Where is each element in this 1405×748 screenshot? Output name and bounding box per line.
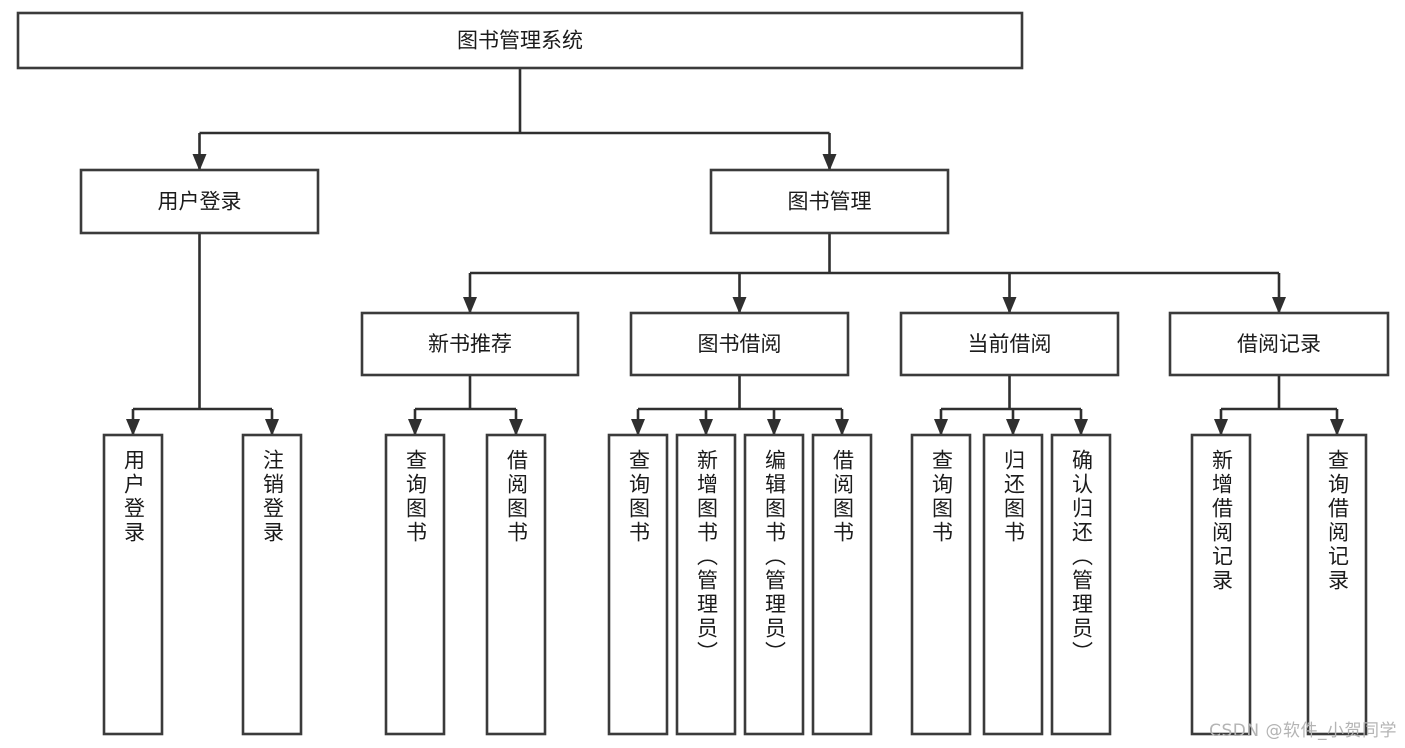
- node-leaf-borrow-book-1[interactable]: [485, 433, 547, 736]
- arrow-head-icon: [699, 419, 713, 436]
- arrow-head-icon: [934, 419, 948, 436]
- arrow-head-icon: [126, 419, 140, 436]
- node-leaf-query-record[interactable]: [1306, 433, 1368, 736]
- node-leaf-borrow-book-2[interactable]: [811, 433, 873, 736]
- node-book-borrow[interactable]: [629, 311, 850, 377]
- node-user-login[interactable]: [79, 168, 320, 235]
- node-leaf-add-book[interactable]: [675, 433, 737, 736]
- node-new-book-recommend[interactable]: [360, 311, 580, 377]
- arrow-head-icon: [408, 419, 422, 436]
- node-leaf-user-login[interactable]: [102, 433, 164, 736]
- node-book-borrow-label: 图书借阅: [698, 332, 782, 356]
- boxes-layer: [16, 11, 1390, 736]
- node-leaf-query-book-2[interactable]: [607, 433, 669, 736]
- node-leaf-query-book-3[interactable]: [910, 433, 972, 736]
- node-root-label: 图书管理系统: [457, 29, 583, 53]
- arrow-head-icon: [732, 297, 747, 314]
- arrow-head-icon: [1330, 419, 1344, 436]
- node-leaf-user-logout[interactable]: [241, 433, 303, 736]
- node-leaf-return-book[interactable]: [982, 433, 1044, 736]
- node-leaf-add-record[interactable]: [1190, 433, 1252, 736]
- node-book-manage[interactable]: [709, 168, 950, 235]
- node-borrow-record[interactable]: [1168, 311, 1390, 377]
- node-new-book-recommend-label: 新书推荐: [428, 332, 512, 356]
- arrow-head-icon: [767, 419, 781, 436]
- node-leaf-edit-book[interactable]: [743, 433, 805, 736]
- arrow-head-icon: [1214, 419, 1228, 436]
- arrow-head-icon: [509, 419, 523, 436]
- arrow-head-icon: [192, 154, 207, 171]
- node-root[interactable]: [16, 11, 1024, 70]
- arrow-head-icon: [1006, 419, 1020, 436]
- arrow-head-icon: [631, 419, 645, 436]
- node-book-manage-label: 图书管理: [788, 190, 872, 214]
- connectors-layer: [126, 68, 1344, 436]
- node-leaf-confirm-return[interactable]: [1050, 433, 1112, 736]
- node-current-borrow[interactable]: [899, 311, 1120, 377]
- arrow-head-icon: [1272, 297, 1286, 314]
- node-current-borrow-label: 当前借阅: [968, 332, 1052, 356]
- arrow-head-icon: [835, 419, 849, 436]
- node-user-login-label: 用户登录: [158, 190, 242, 214]
- arrow-head-icon: [1002, 297, 1017, 314]
- arrow-head-icon: [463, 297, 477, 314]
- node-leaf-query-book-1[interactable]: [384, 433, 446, 736]
- watermark-text: CSDN @软件_小贺同学: [1209, 721, 1397, 741]
- arrow-head-icon: [822, 154, 837, 171]
- arrow-head-icon: [1074, 419, 1088, 436]
- arrow-head-icon: [265, 419, 279, 436]
- node-borrow-record-label: 借阅记录: [1237, 332, 1321, 356]
